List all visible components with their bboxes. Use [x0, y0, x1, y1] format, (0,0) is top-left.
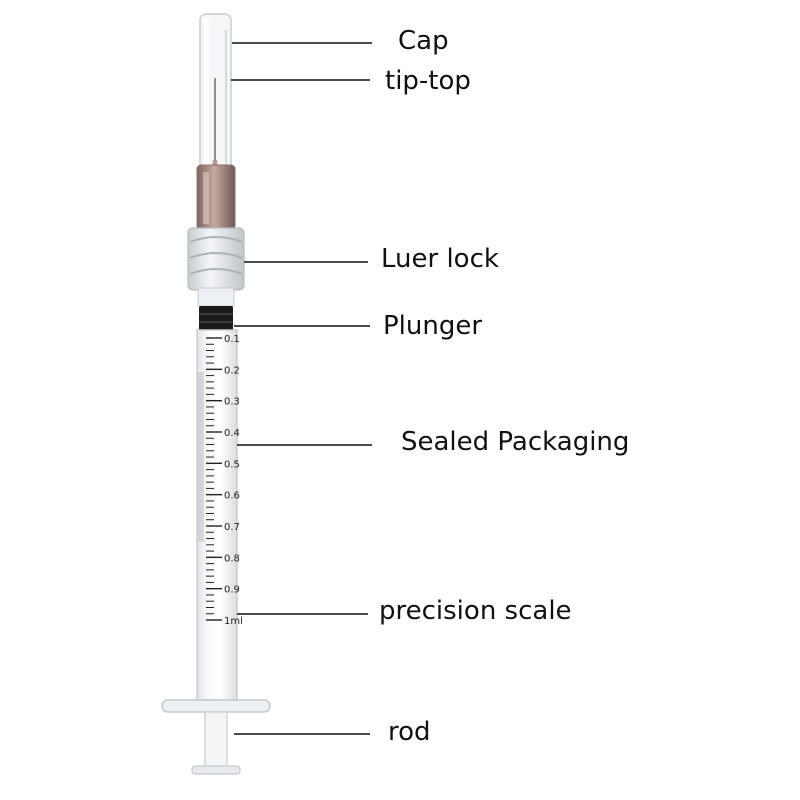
plunger-rod: [191, 711, 241, 775]
plunger-tip: [199, 306, 233, 332]
label-precision-scale: precision scale: [379, 596, 572, 626]
scale-label: 0.4: [224, 428, 240, 439]
luer-lock: [187, 227, 245, 307]
label-cap: Cap: [398, 26, 449, 56]
precision-scale-marks: 0.1 0.2 0.3 0.4 0.5 0.6 0.7 0.8 0.9 1ml: [206, 334, 243, 627]
needle-hub: [196, 164, 236, 231]
scale-label: 1ml: [224, 616, 243, 627]
barrel: [196, 329, 238, 701]
label-luer-lock: Luer lock: [381, 244, 499, 274]
label-sealed-packaging: Sealed Packaging: [401, 427, 630, 457]
scale-label: 0.6: [224, 491, 240, 502]
scale-label: 0.2: [224, 365, 240, 376]
scale-label: 0.7: [224, 522, 240, 533]
scale-label: 0.3: [224, 397, 240, 408]
leader-lines: [231, 42, 372, 735]
scale-label: 0.5: [224, 459, 240, 470]
label-tip-top: tip-top: [385, 66, 471, 96]
finger-flange: [161, 699, 271, 713]
scale-label: 0.1: [224, 334, 240, 345]
label-rod: rod: [388, 717, 431, 747]
scale-label: 0.8: [224, 553, 240, 564]
label-plunger: Plunger: [383, 311, 483, 341]
scale-label: 0.9: [224, 585, 240, 596]
